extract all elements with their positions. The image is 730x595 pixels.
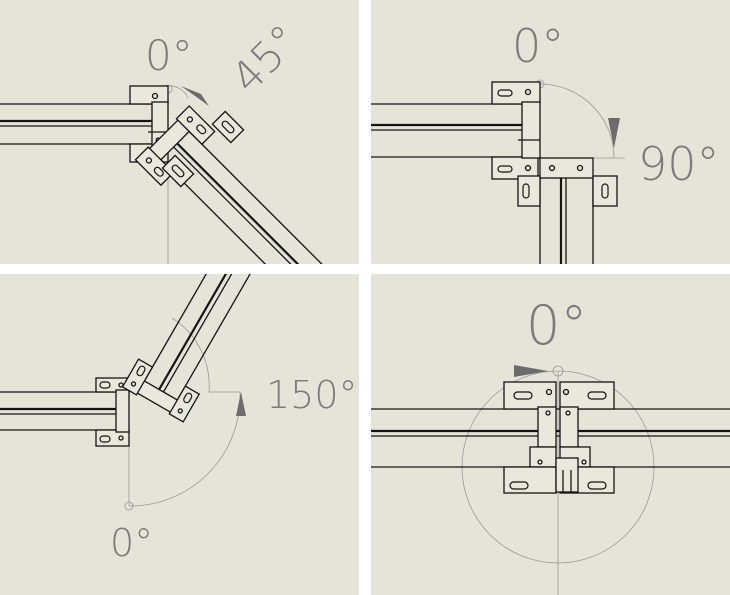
mounting-slot xyxy=(171,164,185,178)
panel-hinge-0: 0° xyxy=(371,274,730,595)
panel-hinge-45: 0° 45° xyxy=(0,0,359,264)
panel-background xyxy=(371,0,730,264)
angle-arrow xyxy=(608,118,620,148)
angle-arrow xyxy=(181,86,209,106)
angle-label-0: 0° xyxy=(512,19,564,73)
angle-label-90: 90° xyxy=(638,137,720,191)
bottom-bracket xyxy=(503,446,615,494)
angle-label-150: 150° xyxy=(266,373,358,417)
horizontal-beam xyxy=(0,103,152,145)
panel-hinge-90: 0° 90° xyxy=(371,0,730,264)
angle-arrow xyxy=(236,392,246,416)
angle-arc xyxy=(167,85,189,99)
angle-label-0: 0° xyxy=(110,521,153,565)
angle-arc-upper xyxy=(171,317,240,393)
mounting-plate xyxy=(161,154,195,188)
rotated-beam-150 xyxy=(121,274,308,423)
pivot-marker xyxy=(124,501,134,511)
angle-arrow xyxy=(514,365,548,377)
mounting-plate xyxy=(211,110,245,144)
left-bracket xyxy=(95,377,130,447)
angle-label-0: 0° xyxy=(526,294,587,357)
left-bracket xyxy=(491,81,541,180)
angle-label-0: 0° xyxy=(145,31,193,80)
mounting-slot xyxy=(221,120,235,134)
vertical-beam-90 xyxy=(517,157,618,264)
panel-hinge-150: 150° 0° xyxy=(0,274,359,595)
pivot-marker xyxy=(552,365,564,377)
rotated-beam-45 xyxy=(134,105,357,264)
angle-arc xyxy=(539,83,615,159)
panel-background xyxy=(0,274,359,595)
